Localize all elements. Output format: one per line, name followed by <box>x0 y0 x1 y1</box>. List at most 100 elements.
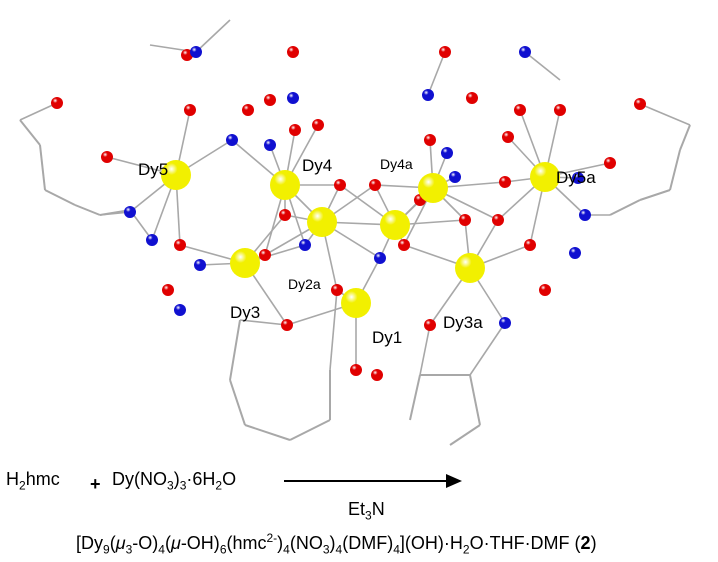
ligand-bond <box>44 189 76 206</box>
reactant-dy-nitrate: Dy(NO3)3·6H2O <box>112 469 236 493</box>
ligand-bond <box>409 374 421 421</box>
oxygen-atom <box>499 176 511 188</box>
oxygen-atom <box>371 369 383 381</box>
oxygen-atom <box>51 97 63 109</box>
oxygen-atom <box>287 46 299 58</box>
formula-segment: 4 <box>283 542 290 557</box>
ligand-bond <box>74 204 101 216</box>
nitrogen-atom <box>226 134 238 146</box>
formula-segment: -OH) <box>180 533 220 553</box>
dysprosium-atom <box>530 162 560 192</box>
nitrogen-atom <box>569 247 581 259</box>
formula-segment: μ <box>170 533 181 553</box>
nitrogen-atom <box>287 92 299 104</box>
oxygen-atom <box>101 151 113 163</box>
ligand-bond <box>469 374 481 426</box>
bond <box>195 19 231 53</box>
nitrogen-atom <box>124 206 136 218</box>
nitrogen-atom <box>146 234 158 246</box>
ligand-bond <box>669 149 681 191</box>
oxygen-atom <box>466 92 478 104</box>
nitrogen-atom <box>190 46 202 58</box>
nitrogen-atom <box>422 89 434 101</box>
dysprosium-atom <box>341 288 371 318</box>
formula-segment: 3 <box>167 478 174 493</box>
nitrogen-atom <box>174 304 186 316</box>
bond <box>329 289 338 371</box>
oxygen-atom <box>554 104 566 116</box>
nitrogen-atom <box>499 317 511 329</box>
oxygen-atom <box>492 214 504 226</box>
bond <box>19 102 58 121</box>
atom-label-dy5a: Dy5a <box>556 168 596 187</box>
nitrogen-atom <box>519 46 531 58</box>
formula-segment: ( <box>109 533 116 553</box>
bond <box>419 324 431 376</box>
formula-segment: N <box>371 499 385 519</box>
nitrogen-atom <box>374 252 386 264</box>
formula-segment: (NO <box>289 533 323 553</box>
reagent-et3n: Et3N <box>348 499 385 523</box>
nitrogen-atom <box>299 239 311 251</box>
formula-segment: 2- <box>266 531 278 545</box>
ligand-bond <box>679 124 691 151</box>
oxygen-atom <box>424 134 436 146</box>
oxygen-atom <box>162 284 174 296</box>
atom-label-dy5: Dy5 <box>138 160 169 179</box>
formula-segment: O <box>222 469 237 489</box>
dysprosium-atom <box>161 160 191 190</box>
molecular-structure <box>19 19 691 446</box>
dysprosium-atom <box>230 248 260 278</box>
formula-segment: ](OH)·H <box>399 533 463 553</box>
formula-segment: ) <box>277 533 284 553</box>
reaction-arrow <box>284 474 462 488</box>
formula-segment: 4 <box>158 542 165 557</box>
bond <box>239 319 288 326</box>
dysprosium-atom <box>380 210 410 240</box>
nitrogen-atom <box>264 139 276 151</box>
formula-segment: (DMF) <box>342 533 394 553</box>
ligand-bond <box>19 119 41 146</box>
atom-label-dy4: Dy4 <box>302 156 333 175</box>
atom-label-dy4a: Dy4a <box>380 156 413 172</box>
formula-segment: hmc <box>25 469 60 489</box>
ligand-bond <box>289 419 331 441</box>
oxygen-atom <box>350 364 362 376</box>
formula-segment: 2 <box>580 533 591 553</box>
ligand-bond <box>609 199 641 216</box>
nitrogen-atom <box>194 259 206 271</box>
formula-segment: Dy(NO <box>112 469 167 489</box>
dysprosium-atom <box>270 170 300 200</box>
oxygen-atom <box>279 209 291 221</box>
formula-segment: 2 <box>462 542 470 557</box>
oxygen-atom <box>184 104 196 116</box>
formula-segment: 3 <box>179 478 187 493</box>
oxygen-atom <box>174 239 186 251</box>
oxygen-atom <box>539 284 551 296</box>
bond <box>639 103 691 126</box>
oxygen-atom <box>334 179 346 191</box>
formula-segment: 2 <box>215 478 223 493</box>
oxygen-atom <box>281 319 293 331</box>
formula-segment: 3 <box>125 542 133 557</box>
ligand-bond <box>229 379 246 426</box>
dysprosium-atom <box>455 253 485 283</box>
formula-segment: [Dy <box>76 533 103 553</box>
formula-segment: (hmc <box>226 533 267 553</box>
formula-segment: -O) <box>132 533 159 553</box>
ligand-bond <box>229 319 241 381</box>
formula-segment: ) <box>173 469 180 489</box>
formula-segment: 3 <box>365 508 372 523</box>
formula-segment: ( <box>164 533 171 553</box>
atom-label-dy2a: Dy2a <box>288 276 321 292</box>
atom-label-dy3a: Dy3a <box>443 313 483 332</box>
oxygen-atom <box>459 214 471 226</box>
formula-segment: 2 <box>19 478 26 493</box>
oxygen-atom <box>242 104 254 116</box>
formula-segment: 9 <box>103 542 110 557</box>
oxygen-atom <box>259 249 271 261</box>
nitrogen-atom <box>441 147 453 159</box>
formula-segment: 4 <box>335 542 343 557</box>
dysprosium-atom <box>418 173 448 203</box>
formula-segment: ·6H <box>186 469 216 489</box>
